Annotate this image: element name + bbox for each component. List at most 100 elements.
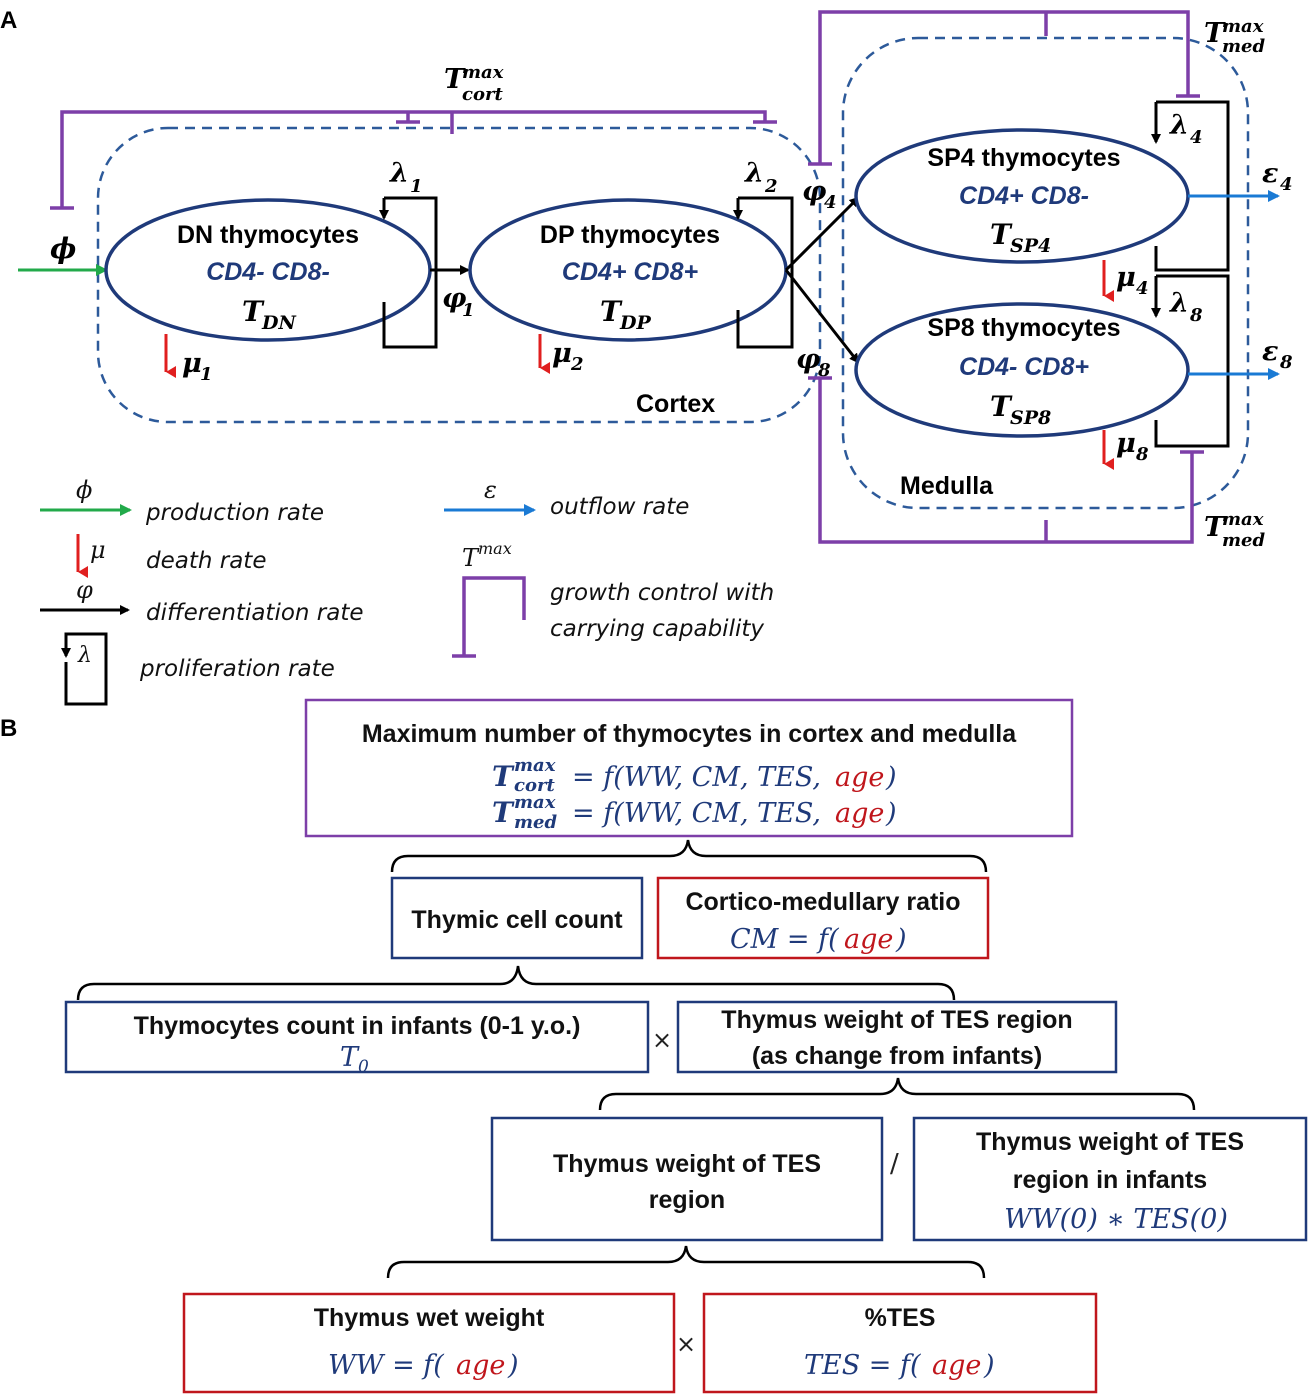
sp4-proliferation-loop (1154, 100, 1230, 272)
medulla-region (841, 36, 1250, 510)
mu1-sub: 1 (200, 364, 213, 385)
tmax-med-bottom-sup: max (1222, 509, 1264, 530)
tes-percent-box (702, 1292, 1098, 1394)
legend-production-symbol: ϕ (76, 476, 92, 504)
tes-percent-title: %TES (865, 1304, 936, 1332)
eps8-symbol: ε (1262, 336, 1278, 367)
medulla-label: Medulla (900, 472, 994, 500)
tmax-med-bottom-control (808, 376, 1204, 544)
tmax-med-bottom-sub: med (1222, 530, 1265, 551)
sp8-markers: CD4- CD8+ (959, 353, 1089, 381)
eq-med-sub: med (514, 812, 557, 833)
dn-name: DN thymocytes (177, 221, 359, 249)
tmax-med-top-sub: med (1222, 36, 1265, 57)
legend-growth-line2: carrying capability (550, 616, 764, 642)
wet-weight-title: Thymus wet weight (314, 1304, 545, 1332)
mu2-symbol: μ (552, 338, 572, 369)
t0-sub: 0 (358, 1057, 369, 1077)
cm-eq-a: CM = f( (730, 924, 840, 955)
max-number-title: Maximum number of thymocytes in cortex a… (362, 720, 1017, 748)
eq-med-sup: max (514, 792, 556, 813)
tes-change-box (676, 1000, 1118, 1074)
legend-differentiation-label: differentiation rate (146, 600, 364, 626)
times-operator-2: × (676, 1330, 696, 1358)
panel-a-label: A (0, 7, 17, 34)
eq-cort-close: ) (885, 762, 897, 793)
wet-weight-box (182, 1292, 676, 1394)
dp-proliferation-loop (736, 196, 794, 349)
legend-death-label: death rate (146, 548, 266, 574)
tmax-med-top-control (808, 10, 1200, 166)
mu4-sub: 4 (1136, 278, 1149, 299)
tmax-cort-control (50, 110, 777, 210)
thymic-cell-count-box (390, 876, 644, 960)
tmax-med-top-sup: max (1222, 16, 1264, 37)
legend-proliferation-label: proliferation rate (139, 656, 335, 682)
brace-3 (598, 1077, 1196, 1111)
eps4-sub: 4 (1280, 174, 1293, 195)
eq-cort-age: age (835, 762, 884, 793)
varphi1-sub: 1 (462, 300, 475, 321)
ww-eq-a: WW = f( (328, 1350, 445, 1381)
tes-eq-a: TES = f( (804, 1350, 922, 1381)
tes-infants-line1: Thymus weight of TES (976, 1128, 1244, 1156)
legend-outflow-label: outflow rate (550, 494, 689, 520)
lambda8-sub: 8 (1189, 305, 1203, 326)
legend-outflow-symbol: ε (484, 476, 497, 504)
dp-symbol: T (600, 295, 623, 328)
eq-cort-sup: max (514, 755, 556, 776)
varphi4-symbol: φ (802, 176, 827, 207)
eq-cort-symbol: T (492, 760, 515, 793)
legend-differentiation-symbol: φ (76, 576, 93, 604)
divide-operator: / (890, 1149, 899, 1179)
dp-sp8-arrow (784, 269, 860, 364)
lambda2-sub: 2 (764, 176, 778, 197)
eq-med-symbol: T (492, 796, 515, 829)
varphi4-sub: 4 (824, 192, 837, 213)
tmax-cort-equation: T max cort = f(WW, CM, TES, age ) (492, 755, 897, 796)
times-operator-1: × (652, 1026, 672, 1054)
legend-tmax-symbol: T (462, 544, 480, 572)
tes-eq-close: ) (983, 1350, 995, 1381)
dn-sub: DN (261, 312, 296, 334)
eq-cort-sub: cort (514, 775, 555, 796)
tes-eq-age: age (932, 1350, 981, 1381)
eq-med-age: age (835, 798, 884, 829)
eps8-sub: 8 (1279, 352, 1293, 373)
lambda2-symbol: λ (744, 158, 764, 189)
sp4-sub: SP4 (1010, 235, 1051, 257)
t0-symbol: T (340, 1042, 360, 1073)
legend-proliferation-symbol: λ (77, 643, 92, 668)
sp8-node (854, 302, 1190, 438)
mu1-symbol: μ (182, 348, 202, 379)
infants-count-box (64, 1000, 650, 1074)
cm-ratio-title: Cortico-medullary ratio (685, 888, 960, 916)
tmax-cort-symbol: T (444, 64, 466, 95)
legend-death-symbol: μ (90, 536, 106, 564)
dp-markers: CD4+ CD8+ (562, 258, 699, 286)
tmax-cort-sup: max (462, 62, 504, 83)
mu4-symbol: μ (1116, 262, 1136, 293)
legend-tmax-sup: max (478, 539, 512, 558)
cm-ratio-box (656, 876, 990, 960)
varphi8-symbol: φ (796, 344, 821, 375)
infants-count-title: Thymocytes count in infants (0-1 y.o.) (134, 1012, 581, 1040)
brace-1 (390, 839, 988, 873)
lambda4-symbol: λ (1169, 110, 1189, 141)
brace-4 (386, 1245, 986, 1279)
tes-region-line1: Thymus weight of TES (553, 1150, 821, 1178)
tes-change-line2: (as change from infants) (752, 1042, 1042, 1070)
thymic-cell-count-label: Thymic cell count (411, 906, 623, 934)
tmax-med-bottom-symbol: T (1204, 512, 1226, 543)
lambda1-sub: 1 (410, 176, 423, 197)
max-number-box (304, 698, 1074, 838)
tes-region-line2: region (649, 1186, 725, 1214)
mu2-sub: 2 (570, 354, 584, 375)
eq-cort-tail: = f(WW, CM, TES, (572, 762, 821, 793)
dp-sp4-arrow (784, 196, 860, 272)
sp8-proliferation-loop (1154, 274, 1230, 448)
sp4-symbol: T (990, 218, 1013, 251)
tes-change-line1: Thymus weight of TES region (721, 1006, 1072, 1034)
dp-name: DP thymocytes (540, 221, 720, 249)
